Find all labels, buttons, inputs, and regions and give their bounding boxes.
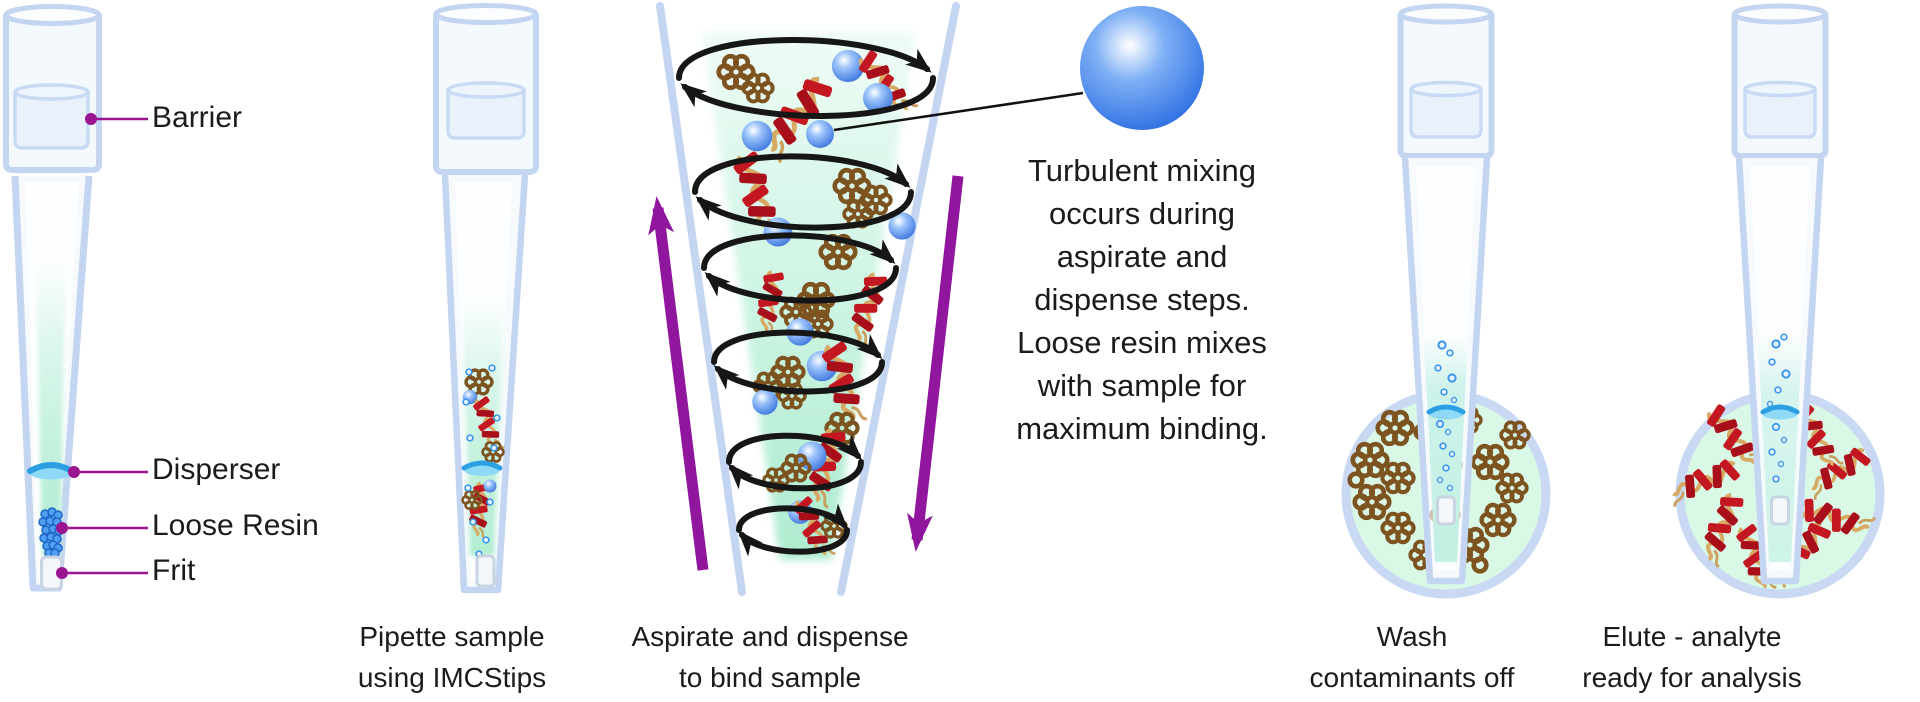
disperser-icon [27, 462, 75, 480]
disperser-icon [1760, 404, 1800, 420]
barrier-label: Barrier [152, 101, 243, 135]
turbulent-mixing-funnel [648, 2, 1204, 596]
legend-tip [2, 4, 148, 592]
disperser-icon [1426, 404, 1466, 420]
sample-liquid [36, 260, 66, 556]
callout-sphere [1080, 6, 1204, 130]
wash-liquid [1424, 335, 1468, 562]
frit-icon [1436, 495, 1456, 526]
caption-wash: Wash contaminants off [1309, 621, 1515, 693]
legend-dots [56, 113, 97, 579]
frit-label: Frit [152, 554, 196, 588]
elute-step [1665, 6, 1885, 599]
dispense-arrow [906, 175, 964, 552]
pipette-sample-tip [433, 3, 539, 594]
caption-elute: Elute - analyte ready for analysis [1582, 621, 1802, 693]
aspirate-arrow [648, 196, 709, 571]
elute-liquid [1758, 335, 1802, 562]
pipette-tip-icon [2, 4, 102, 592]
turbulent-mixing-note: Turbulent mixing occurs during aspirate … [1016, 153, 1268, 446]
wash-step [1341, 6, 1551, 599]
circulation-arrows [676, 37, 936, 557]
callout-line [833, 91, 1084, 132]
caption-pipette-sample: Pipette sample using IMCStips [357, 621, 547, 693]
caption-aspirate-dispense: Aspirate and dispense to bind sample [631, 621, 909, 693]
disperser-label: Disperser [152, 453, 281, 487]
frit-icon [475, 554, 496, 588]
frit-icon [1770, 495, 1790, 526]
loose-resin-icon [38, 507, 64, 558]
barrier-cap-icon [446, 81, 526, 140]
callout-source-sphere [806, 120, 834, 148]
loose-resin-label: Loose Resin [152, 509, 319, 543]
disperser-icon [461, 460, 503, 476]
tip-walls [656, 2, 960, 596]
barrier-cap-icon [13, 83, 90, 150]
legend-callouts [68, 117, 148, 575]
